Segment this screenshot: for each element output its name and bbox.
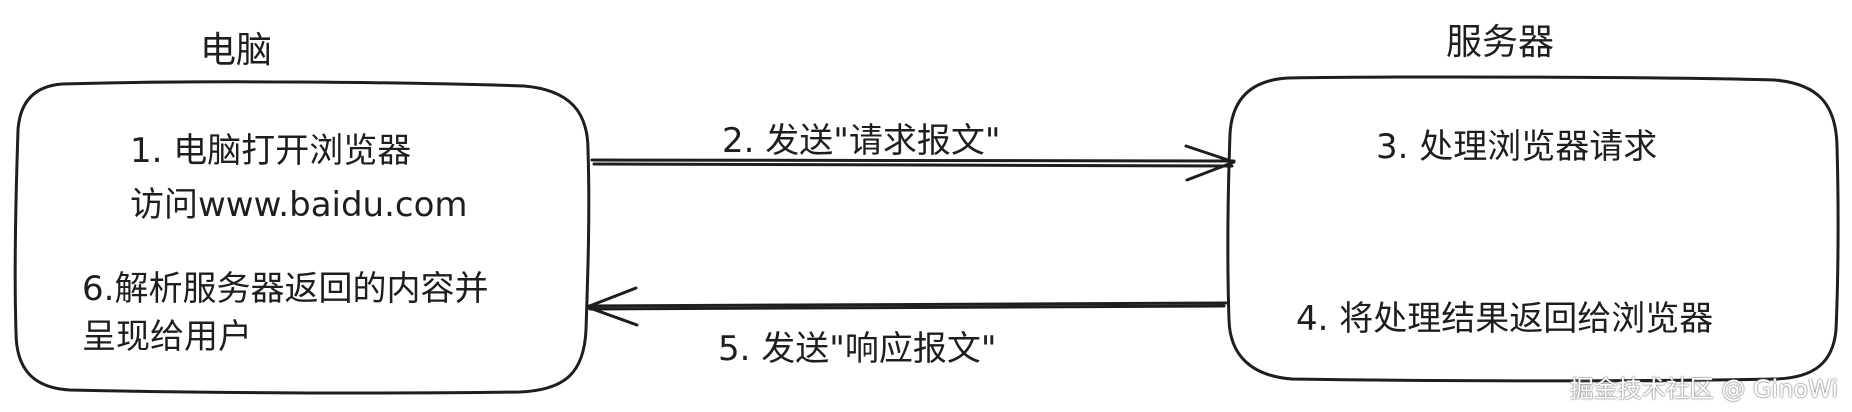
request-arrow — [590, 144, 1236, 182]
computer-box — [13, 80, 591, 395]
response-arrow-shaft — [586, 301, 1228, 308]
request-arrow-shaft-sketch — [592, 162, 1234, 168]
response-arrowhead — [585, 286, 639, 327]
response-arrow — [585, 286, 1228, 327]
server-box — [1226, 75, 1840, 383]
request-arrow-shaft — [590, 158, 1236, 163]
computer-step-6-line: 6.解析服务器返回的内容并 — [82, 269, 489, 309]
computer-step-6-line-2: 呈现给用户 — [82, 317, 252, 357]
server-step-4-line: 4. 将处理结果返回给浏览器 — [1296, 299, 1714, 339]
request-arrow-label: 2. 发送"请求报文" — [722, 121, 1001, 161]
server-title: 服务器 — [1446, 22, 1555, 63]
computer-title: 电脑 — [200, 30, 273, 71]
response-arrow-shaft-sketch — [588, 304, 1226, 311]
watermark: 掘金技术社区 @ GinoWi — [1569, 375, 1838, 403]
computer-step-1-line: 1. 电脑打开浏览器 — [130, 131, 412, 171]
server-step-3-line: 3. 处理浏览器请求 — [1376, 127, 1658, 167]
response-arrow-label: 5. 发送"响应报文" — [718, 329, 997, 369]
computer-step-1-url-line: 访问www.baidu.com — [130, 185, 468, 225]
request-arrowhead — [1184, 144, 1236, 182]
